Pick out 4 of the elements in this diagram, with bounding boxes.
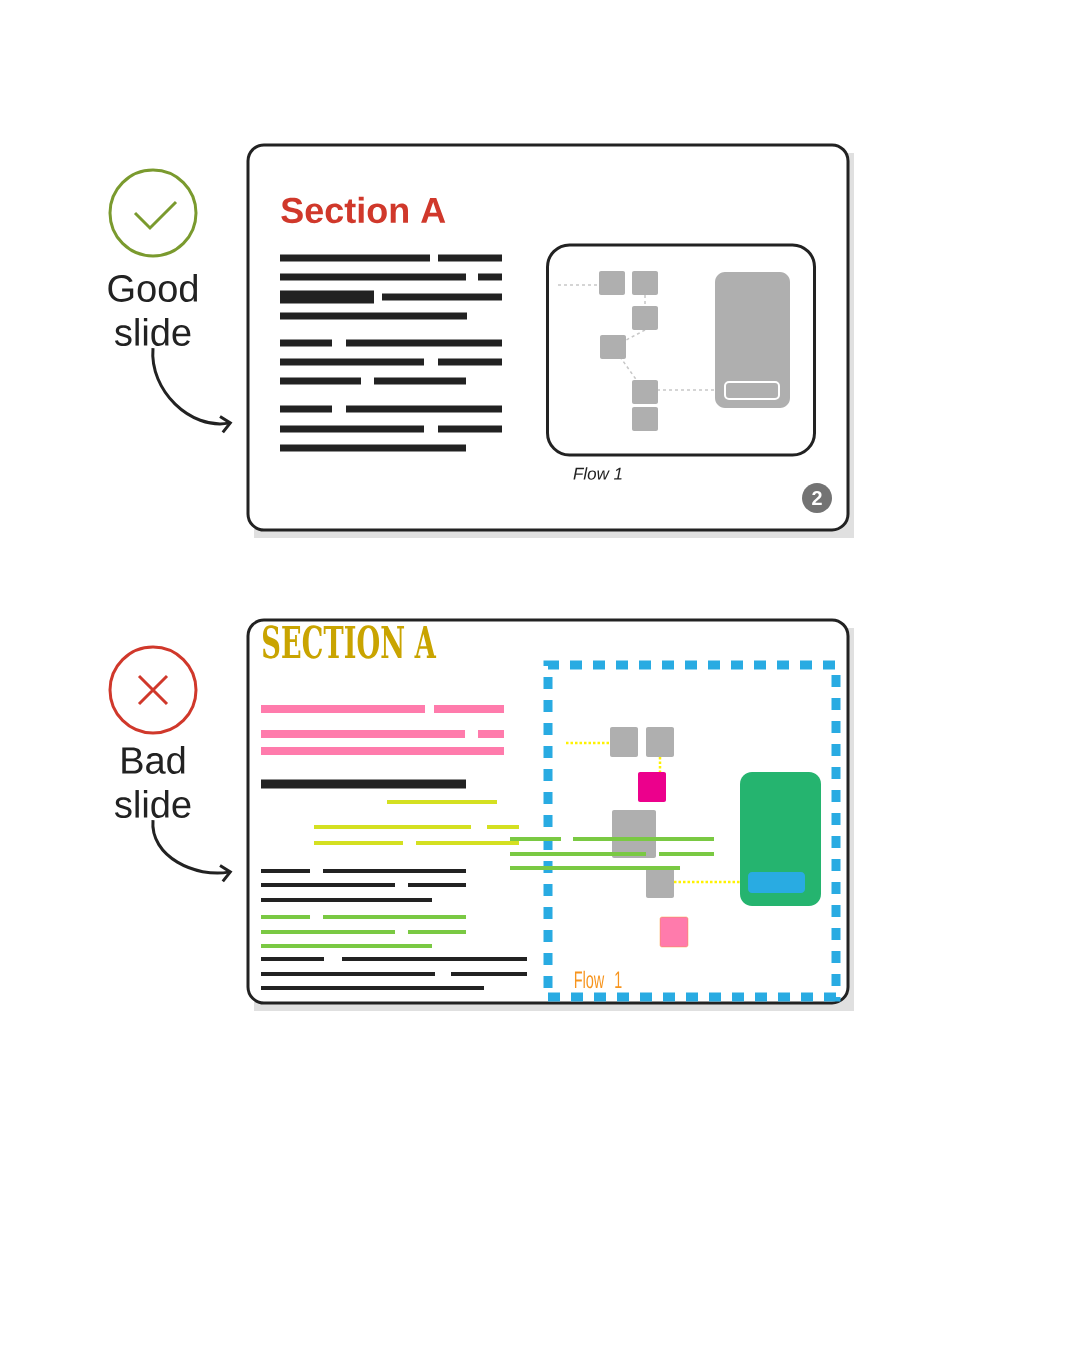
curved-arrow [151, 348, 233, 434]
slide-label: Good slide [108, 274, 197, 346]
slide-label: Bad slide [114, 746, 191, 818]
curved-arrow [151, 820, 233, 883]
